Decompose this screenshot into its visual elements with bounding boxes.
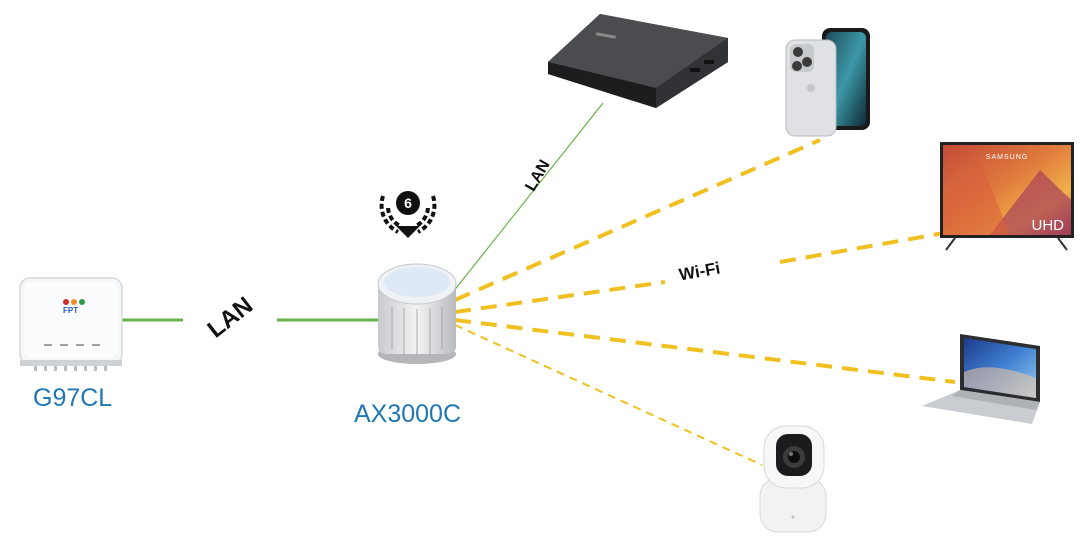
laptop-device	[922, 334, 1040, 424]
wifi-line-tv-left	[454, 280, 666, 314]
wifi-line-tv-right	[779, 230, 951, 264]
ont-brand-text: FPT	[63, 306, 79, 315]
wifi6-icon	[379, 191, 437, 238]
wifi-line-camera	[454, 324, 763, 466]
tv-brand-text: SAMSUNG	[986, 154, 1028, 161]
tv-device: SAMSUNG UHD	[940, 142, 1074, 251]
router-device	[377, 263, 457, 364]
wifi6-badge-text: 6	[404, 195, 412, 211]
wifi-links	[454, 138, 956, 466]
wifi-line-phone	[454, 138, 821, 302]
tv-uhd-text: UHD	[1032, 217, 1065, 234]
ont-device	[19, 277, 123, 371]
lan-line-router-box	[452, 102, 604, 293]
router-label: AX3000C	[354, 400, 462, 428]
ont-label: G97CL	[33, 384, 113, 412]
camera-device	[759, 425, 827, 533]
tv-box-device	[548, 14, 728, 108]
phone-device	[785, 28, 870, 137]
wifi-line-laptop	[454, 318, 956, 384]
